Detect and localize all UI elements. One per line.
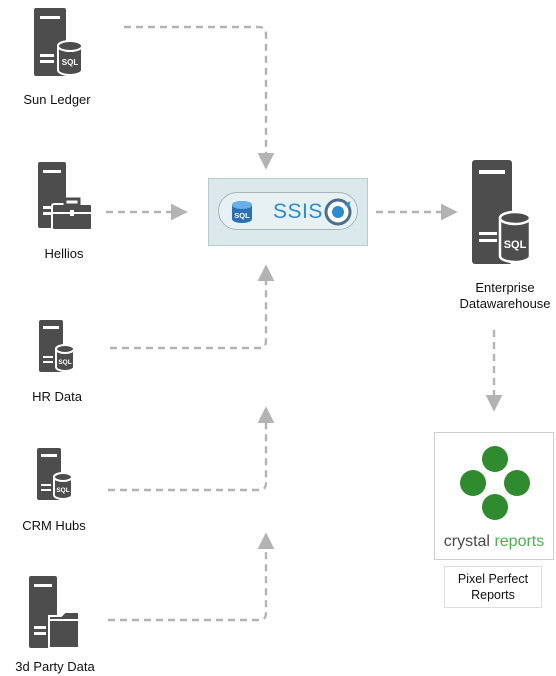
server-sql-icon: SQL [472,160,532,264]
server-sql-icon: SQL [39,320,75,372]
source-label-hr-data: HR Data [32,389,82,404]
sql-badge-text: SQL [56,487,69,494]
sql-badge-text: SQL [58,359,71,366]
warehouse-label-line2: Datawarehouse [459,296,551,311]
reports-caption: Pixel Perfect Reports [444,566,542,608]
sql-badge-text: SQL [62,58,79,67]
server-sql-icon: SQL [34,8,83,76]
reports-caption-line2: Reports [471,588,515,602]
server-folder-icon [29,576,80,649]
source-label-sun-ledger: Sun Ledger [23,92,91,107]
warehouse-label-line1: Enterprise [475,280,535,295]
connector-sun-ledger-to-ssis [124,25,275,170]
source-label-crm-hubs: CRM Hubs [22,518,86,533]
reports-word: reports [494,533,545,550]
ssis-package-icon [324,198,352,226]
crystal-word: crystal [443,533,490,550]
sql-database-icon: SQL [232,201,252,223]
ssis-node: SQL SSIS [208,178,368,246]
ssis-pill: SQL SSIS [218,192,358,230]
reports-caption-line1: Pixel Perfect [457,572,529,586]
connector-3d-party-to-ssis [108,532,275,622]
ssis-sql-badge: SQL [234,211,250,220]
source-label-hellios: Hellios [44,246,84,261]
server-sql-icon: SQL [37,448,73,500]
crystal-reports-dots-icon [460,446,530,520]
ssis-label: SSIS [273,200,323,223]
connectors [106,25,503,622]
crystal-reports-wordmark: crystal reports [435,533,553,551]
connector-crm-hubs-to-ssis [108,406,275,492]
crystal-reports-logo: crystal reports [434,432,554,560]
warehouse-label: Enterprise Datawarehouse [459,280,550,312]
server-briefcase-icon [38,162,93,231]
warehouse-sql-badge: SQL [504,239,527,251]
connector-hr-data-to-ssis [110,264,275,350]
source-label-3d-party-data: 3d Party Data [15,659,95,674]
